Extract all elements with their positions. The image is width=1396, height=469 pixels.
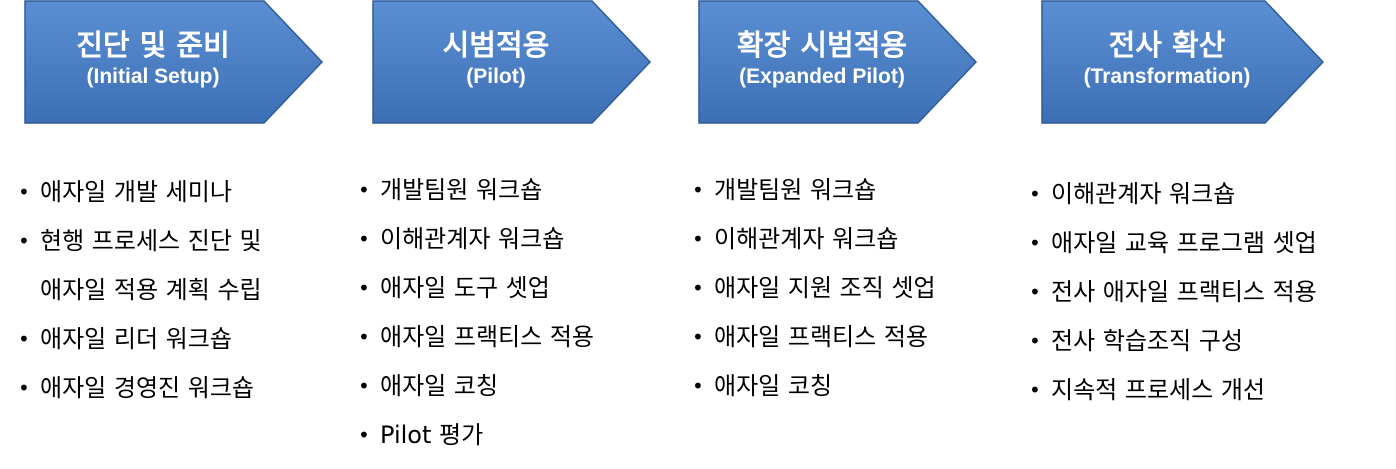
bullet-icon: •	[18, 180, 30, 204]
stage-subtitle: (Transformation)	[1083, 65, 1251, 88]
list-item: • 애자일 교육 프로그램 셋업	[1029, 219, 1317, 268]
chevron-label: 진단 및 준비 (Initial Setup)	[24, 26, 282, 90]
bullet-icon: •	[692, 178, 704, 202]
chevron-arrow-icon	[372, 0, 652, 124]
stage-item-list: • 개발팀원 워크숍 • 이해관계자 워크숍 • 애자일 도구 셋업 • 애자일 프랙티…	[358, 166, 594, 460]
list-item-text: 애자일 코칭	[380, 372, 499, 400]
bullet-icon: •	[18, 229, 30, 253]
chevron-shape: 전사 확산 (Transformation)	[1041, 0, 1341, 124]
list-item: • 애자일 지원 조직 셋업	[692, 264, 936, 313]
bullet-icon: •	[1029, 378, 1041, 402]
bullet-icon: •	[18, 376, 30, 400]
bullet-icon: •	[1029, 231, 1041, 255]
stage-item-list: • 애자일 개발 세미나 • 현행 프로세스 진단 및 애자일 적용 계획 수립 •…	[18, 168, 262, 413]
bullet-icon: •	[358, 178, 370, 202]
list-item-text: 전사 학습조직 구성	[1051, 327, 1243, 355]
list-item: • 현행 프로세스 진단 및	[18, 217, 262, 266]
chevron-label: 확장 시범적용 (Expanded Pilot)	[698, 26, 946, 90]
list-item-text: Pilot 평가	[380, 421, 484, 449]
stage-item-list: • 이해관계자 워크숍 • 애자일 교육 프로그램 셋업 • 전사 애자일 프랙티스 …	[1029, 170, 1317, 415]
list-item: • 지속적 프로세스 개선	[1029, 366, 1317, 415]
list-item: • 애자일 도구 셋업	[358, 264, 594, 313]
bullet-icon: •	[1029, 280, 1041, 304]
chevron-label: 시범적용 (Pilot)	[372, 26, 620, 90]
chevron-shape: 확장 시범적용 (Expanded Pilot)	[698, 0, 998, 124]
list-item-text: 이해관계자 워크숍	[380, 225, 565, 253]
list-item: • 전사 학습조직 구성	[1029, 317, 1317, 366]
list-item: • 애자일 프랙티스 적용	[692, 313, 936, 362]
list-item-text: 애자일 코칭	[714, 372, 833, 400]
list-item-text: 애자일 프랙티스 적용	[380, 323, 594, 351]
list-item: • 애자일 코칭	[692, 362, 936, 411]
bullet-icon: •	[358, 276, 370, 300]
list-item: • 개발팀원 워크숍	[358, 166, 594, 215]
bullet-icon: •	[18, 327, 30, 351]
list-item: • 이해관계자 워크숍	[692, 215, 936, 264]
bullet-icon: •	[692, 276, 704, 300]
bullet-icon: •	[1029, 329, 1041, 353]
list-item-text: 애자일 지원 조직 셋업	[714, 274, 936, 302]
list-item-continuation: 애자일 적용 계획 수립	[18, 266, 262, 315]
list-item-text: 애자일 개발 세미나	[40, 178, 232, 206]
bullet-icon: •	[358, 227, 370, 251]
list-item: • 애자일 프랙티스 적용	[358, 313, 594, 362]
stage-title: 확장 시범적용	[736, 28, 908, 62]
bullet-icon: •	[358, 423, 370, 447]
list-item: • 전사 애자일 프랙티스 적용	[1029, 268, 1317, 317]
bullet-icon: •	[358, 325, 370, 349]
list-item: • Pilot 평가	[358, 411, 594, 460]
list-item-text: 애자일 리더 워크숍	[40, 325, 232, 353]
list-item-text: 애자일 적용 계획 수립	[40, 276, 262, 304]
list-item-text: 개발팀원 워크숍	[380, 176, 543, 204]
chevron-arrow-icon	[1041, 0, 1325, 124]
list-item: • 애자일 코칭	[358, 362, 594, 411]
list-item: • 이해관계자 워크숍	[1029, 170, 1317, 219]
chevron-shape: 진단 및 준비 (Initial Setup)	[24, 0, 324, 124]
bullet-icon: •	[1029, 182, 1041, 206]
bullet-icon: •	[692, 227, 704, 251]
list-item-text: 애자일 경영진 워크숍	[40, 374, 254, 402]
list-item-text: 전사 애자일 프랙티스 적용	[1051, 278, 1317, 306]
chevron-arrow-icon	[24, 0, 324, 124]
list-item: • 애자일 개발 세미나	[18, 168, 262, 217]
list-item: • 애자일 리더 워크숍	[18, 315, 262, 364]
list-item-text: 애자일 교육 프로그램 셋업	[1051, 229, 1317, 257]
list-item: • 개발팀원 워크숍	[692, 166, 936, 215]
list-item: • 애자일 경영진 워크숍	[18, 364, 262, 413]
stage-subtitle: (Pilot)	[466, 65, 526, 88]
chevron-shape: 시범적용 (Pilot)	[372, 0, 672, 124]
bullet-icon: •	[692, 325, 704, 349]
list-item-text: 애자일 도구 셋업	[380, 274, 550, 302]
stage-subtitle: (Expanded Pilot)	[739, 65, 905, 88]
stage-item-list: • 개발팀원 워크숍 • 이해관계자 워크숍 • 애자일 지원 조직 셋업 • 애자일 …	[692, 166, 936, 411]
list-item-text: 애자일 프랙티스 적용	[714, 323, 928, 351]
list-item: • 이해관계자 워크숍	[358, 215, 594, 264]
list-item-text: 이해관계자 워크숍	[714, 225, 899, 253]
list-item-text: 개발팀원 워크숍	[714, 176, 877, 204]
list-item-text: 이해관계자 워크숍	[1051, 180, 1236, 208]
chevron-arrow-icon	[698, 0, 978, 124]
stage-title: 전사 확산	[1108, 28, 1226, 62]
list-item-text: 지속적 프로세스 개선	[1051, 376, 1265, 404]
stage-title: 시범적용	[442, 28, 550, 62]
chevron-label: 전사 확산 (Transformation)	[1041, 26, 1293, 90]
bullet-icon: •	[692, 374, 704, 398]
stage-subtitle: (Initial Setup)	[86, 65, 220, 88]
bullet-icon: •	[358, 374, 370, 398]
stage-title: 진단 및 준비	[76, 28, 230, 62]
list-item-text: 현행 프로세스 진단 및	[40, 227, 262, 255]
